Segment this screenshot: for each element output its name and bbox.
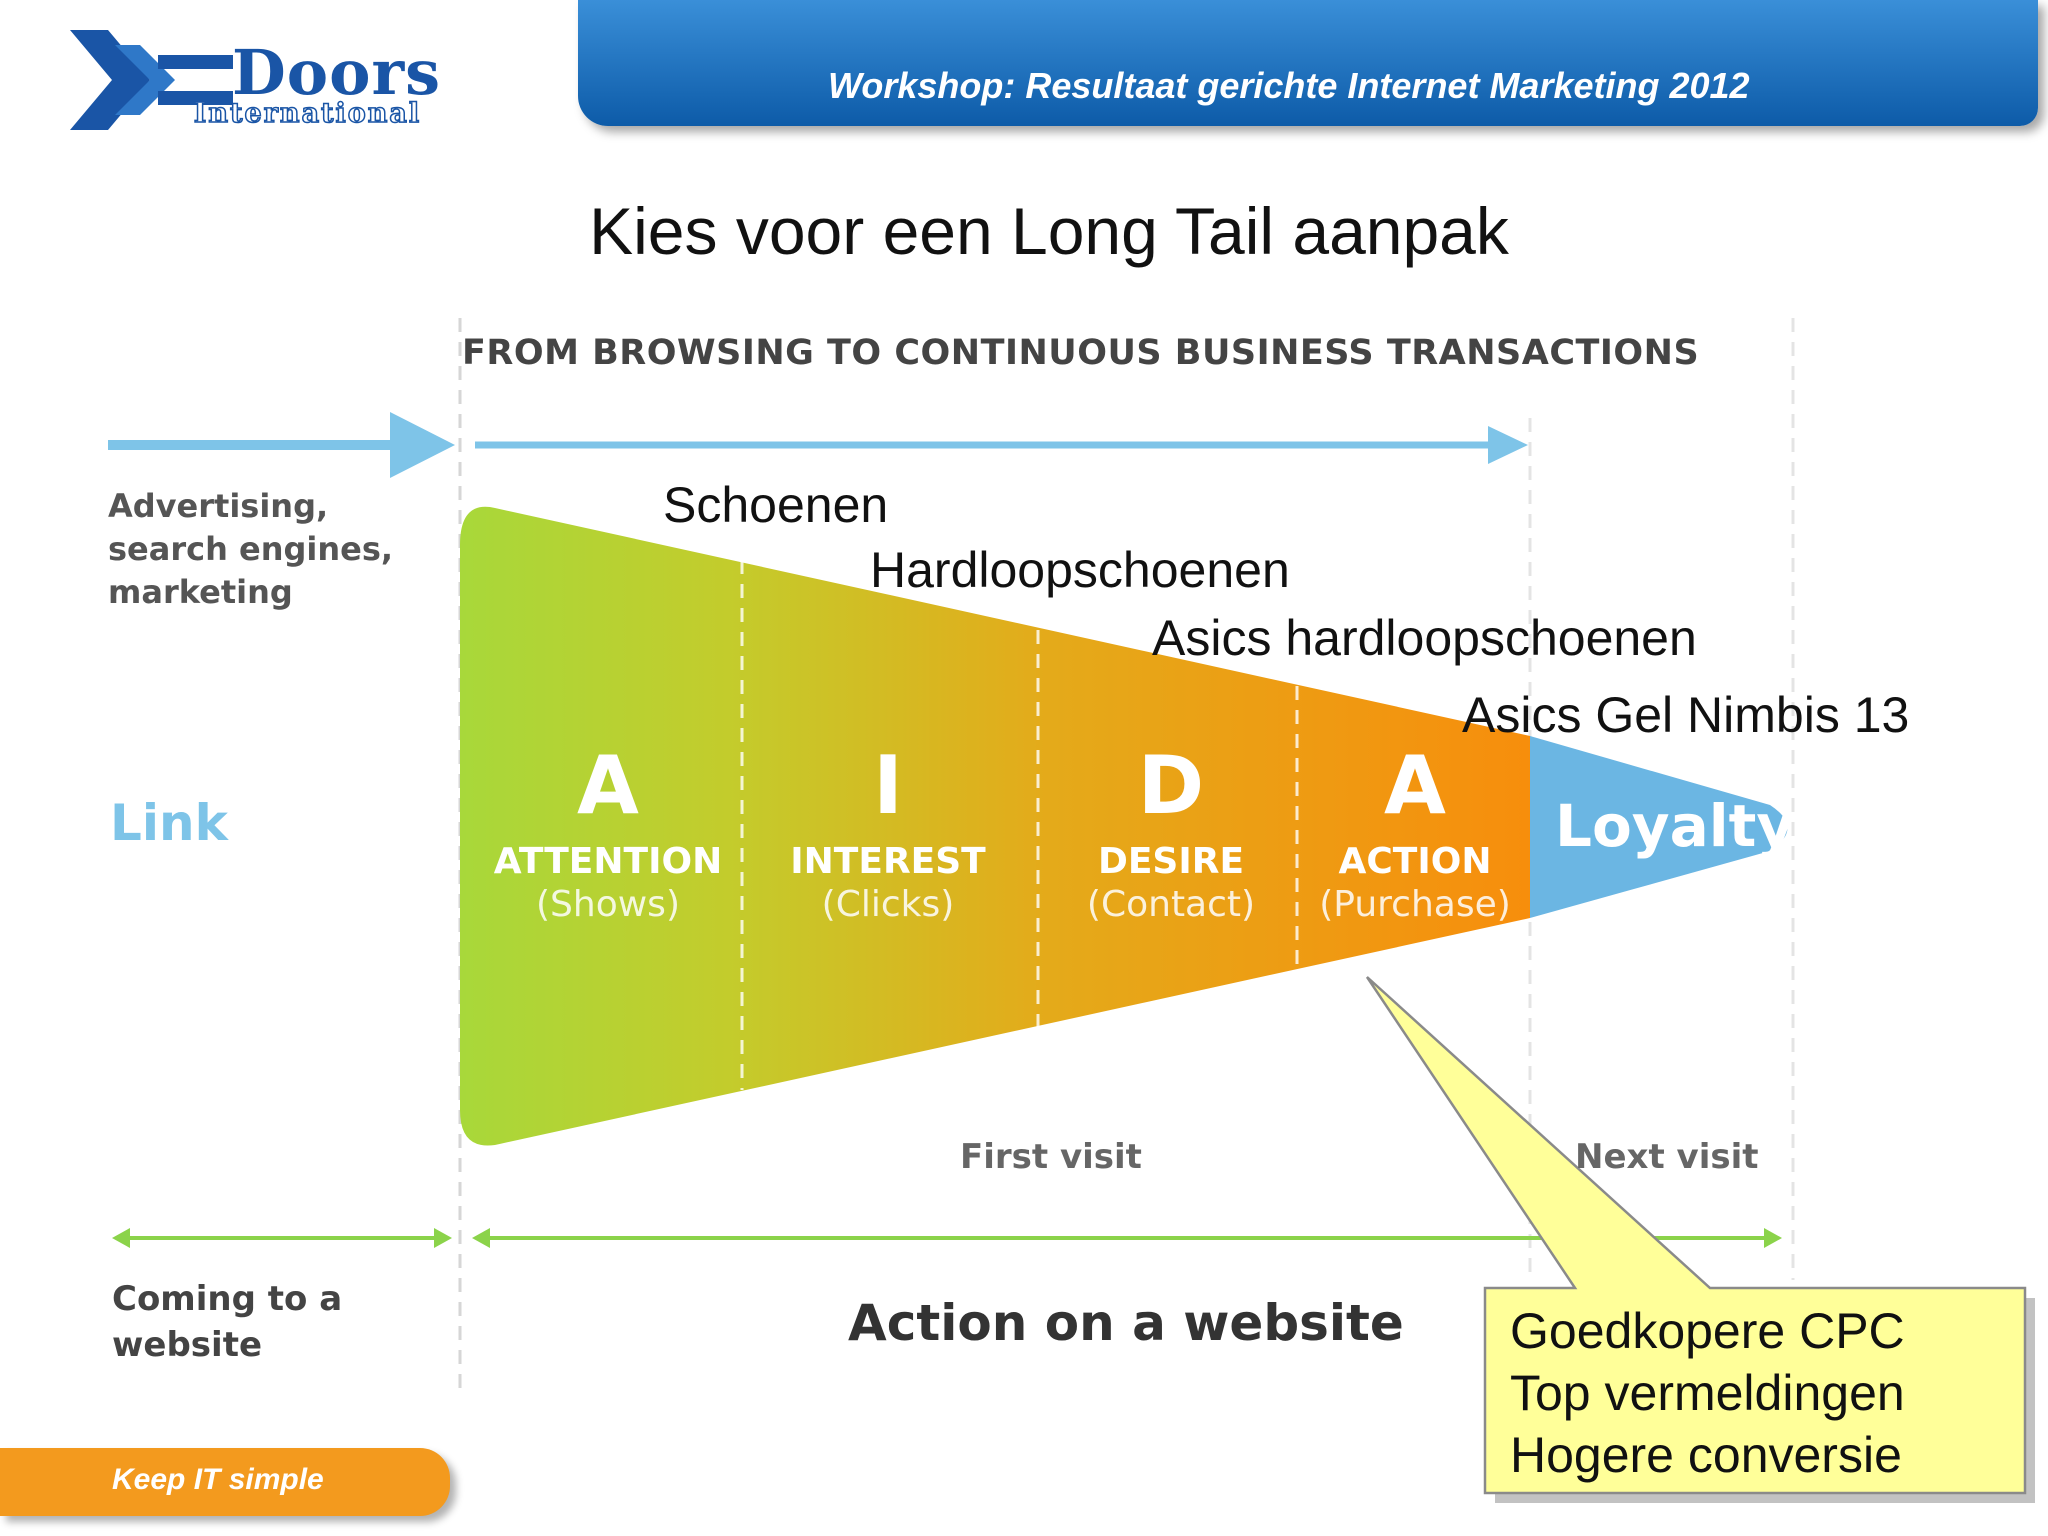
stage-sub: (Contact) <box>1086 884 1256 926</box>
callout-line: Goedkopere CPC <box>1510 1303 1905 1359</box>
label-first-visit: First visit <box>960 1137 1142 1177</box>
green-arrow-left-icon <box>472 1228 490 1248</box>
keyword-2: Hardloopschoenen <box>870 542 1290 598</box>
stage-desire: D DESIRE (Contact) <box>1046 738 1296 926</box>
callout-box <box>1365 976 2027 1495</box>
green-arrow-right-icon <box>434 1228 452 1248</box>
callout-line: Hogere conversie <box>1510 1427 1902 1483</box>
label-action-on-website: Action on a website <box>848 1294 1404 1352</box>
stage-sub: (Clicks) <box>821 884 955 926</box>
logo <box>70 25 470 140</box>
stage-loyalty: Loyalty <box>1555 792 1795 860</box>
logo-subtitle: International <box>193 98 422 129</box>
side-label-advertising: Advertising, search engines, marketing <box>108 487 394 612</box>
flow-arrow-head-icon <box>1488 426 1528 464</box>
stage-name: DESIRE <box>1097 841 1245 882</box>
callout-text: Goedkopere CPC Top vermeldingen Hogere c… <box>1510 1300 1905 1486</box>
side-label-link: Link <box>110 794 228 852</box>
slide-title: Kies voor een Long Tail aanpak <box>589 194 1509 268</box>
callout-line: Top vermeldingen <box>1510 1365 1905 1421</box>
label-next-visit: Next visit <box>1575 1137 1759 1177</box>
side-label-coming: Coming to a website <box>112 1279 343 1365</box>
green-arrow-left-icon <box>112 1228 130 1248</box>
footer-text: Keep IT simple <box>112 1463 324 1496</box>
stage-attention: A ATTENTION (Shows) <box>483 738 733 926</box>
stage-interest: I INTEREST (Clicks) <box>763 738 1013 926</box>
diagram-header: FROM BROWSING TO CONTINUOUS BUSINESS TRA… <box>462 333 1700 373</box>
stage-letter: A <box>577 739 639 832</box>
loyalty-tail <box>1530 736 1788 918</box>
stage-name: INTEREST <box>790 841 986 882</box>
green-arrow-right-icon <box>1764 1228 1782 1248</box>
header-bar <box>578 0 2038 126</box>
aida-funnel <box>460 506 1530 1146</box>
footer-bar <box>0 1448 450 1516</box>
keyword-3: Asics hardloopschoenen <box>1152 610 1697 666</box>
stage-letter: A <box>1384 739 1446 832</box>
stage-letter: I <box>873 739 903 832</box>
header-title: Workshop: Resultaat gerichte Internet Ma… <box>828 65 1750 106</box>
keyword-1: Schoenen <box>663 477 889 533</box>
logo-name: Doors <box>232 36 442 109</box>
stage-letter: D <box>1137 739 1205 832</box>
stage-name: ACTION <box>1338 841 1492 882</box>
stage-action: A ACTION (Purchase) <box>1290 738 1540 926</box>
logo-chevrons-icon <box>70 30 233 130</box>
stage-sub: (Shows) <box>536 884 680 926</box>
keyword-4: Asics Gel Nimbis 13 <box>1462 687 1910 743</box>
stage-sub: (Purchase) <box>1319 884 1511 926</box>
link-arrow-head-icon <box>390 412 455 478</box>
stage-name: ATTENTION <box>493 841 723 882</box>
